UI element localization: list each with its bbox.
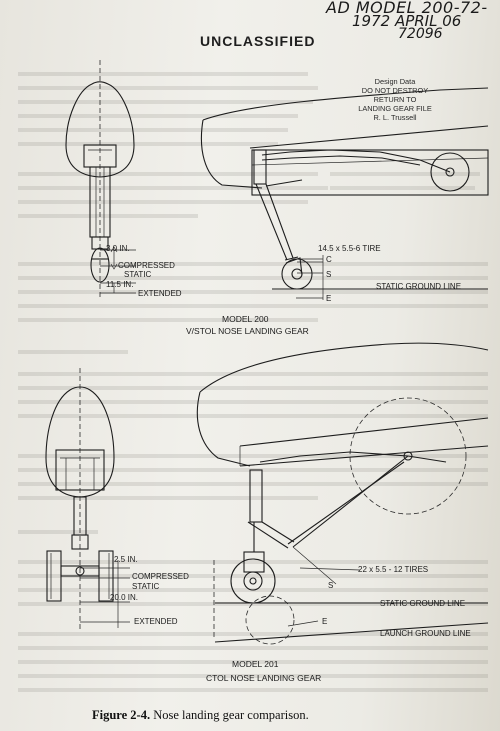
model200-static-label: STATIC xyxy=(124,270,151,279)
model201-side-view xyxy=(196,342,489,645)
model200-tire-label: 14.5 x 5.5-6 TIRE xyxy=(318,244,381,253)
classification-header: UNCLASSIFIED xyxy=(200,33,316,49)
model200-side-view xyxy=(200,87,489,300)
model201-compressed-label: COMPRESSED xyxy=(132,572,189,581)
model201-front-view xyxy=(45,368,130,632)
model200-dim-bottom: 11.5 IN. xyxy=(106,280,133,289)
model201-static-ground-label: STATIC GROUND LINE xyxy=(380,599,465,608)
model201-point-s: S xyxy=(328,581,333,590)
model201-subtitle: CTOL NOSE LANDING GEAR xyxy=(206,673,321,683)
figure-caption: Figure 2-4. Nose landing gear comparison… xyxy=(92,708,422,723)
model200-point-c: C xyxy=(326,255,332,264)
model201-extended-label: EXTENDED xyxy=(134,617,178,626)
model200-dim-top: 3.0 IN. xyxy=(106,244,130,253)
design-data-stamp: Design Data DO NOT DESTROY RETURN TO LAN… xyxy=(330,77,460,122)
handwritten-note-line2: 1972 APRIL 06 xyxy=(352,12,462,30)
model200-subtitle: V/STOL NOSE LANDING GEAR xyxy=(186,326,309,336)
figure-caption-text: Nose landing gear comparison. xyxy=(153,708,309,722)
stamp-line4: LANDING GEAR FILE xyxy=(358,104,432,113)
model201-dim-bottom: 20.0 IN. xyxy=(110,593,138,602)
model201-tires-label: 22 x 5.5 - 12 TIRES xyxy=(358,565,428,574)
model201-title: MODEL 201 xyxy=(232,659,279,669)
model201-launch-ground-label: LAUNCH GROUND LINE xyxy=(380,629,471,638)
handwritten-note-line3: 72096 xyxy=(398,26,443,42)
stamp-line2: DO NOT DESTROY xyxy=(361,86,429,95)
model201-point-e: E xyxy=(322,617,327,626)
model201-static-label: STATIC xyxy=(132,582,159,591)
handwritten-note-line1: AD MODEL 200-72- xyxy=(326,0,488,17)
model201-dim-top: 2.5 IN. xyxy=(114,555,138,564)
figure-number: Figure 2-4. xyxy=(92,708,151,722)
model200-front-view xyxy=(65,60,136,300)
stamp-line3: RETURN TO xyxy=(373,95,417,104)
stamp-line1: Design Data xyxy=(374,77,416,86)
model200-point-s: S xyxy=(326,270,331,279)
model200-title: MODEL 200 xyxy=(222,314,269,324)
model200-compressed-label: COMPRESSED xyxy=(118,261,175,270)
model200-extended-label: EXTENDED xyxy=(138,289,182,298)
model200-point-e: E xyxy=(326,294,331,303)
stamp-line5: R. L. Trussell xyxy=(373,113,417,122)
model200-ground-line-label: STATIC GROUND LINE xyxy=(376,282,461,291)
